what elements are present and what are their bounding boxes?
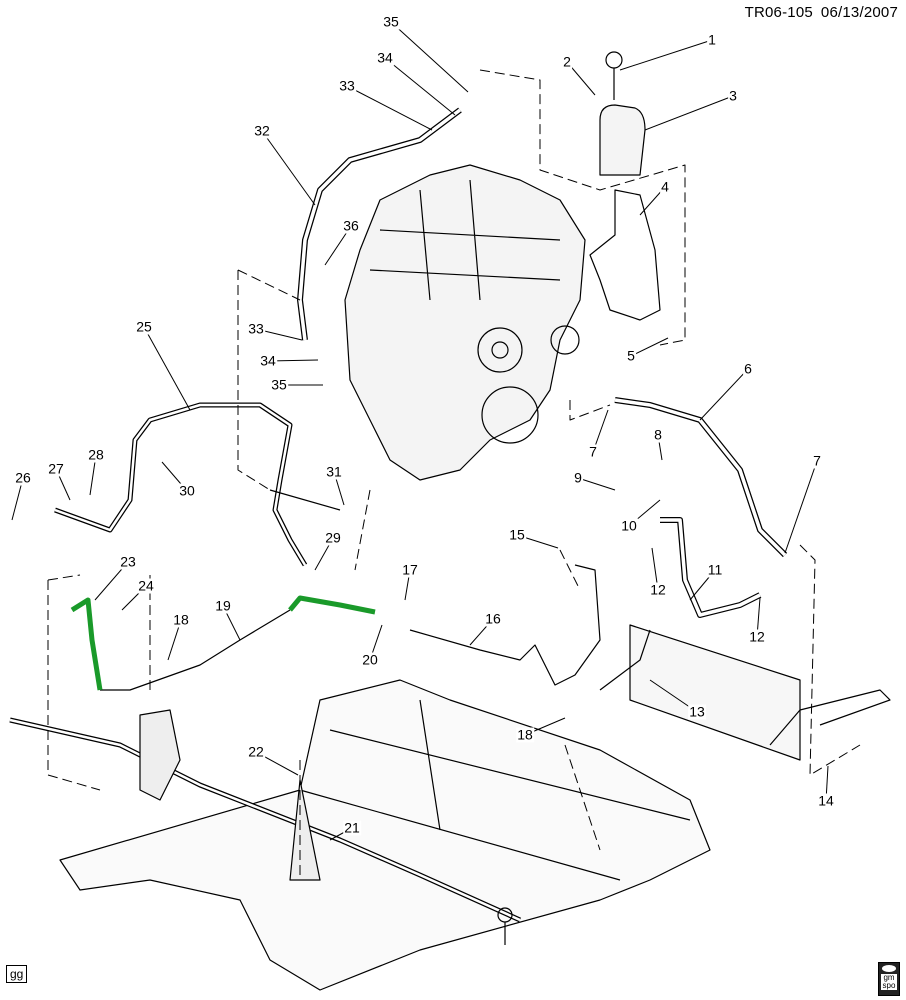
- callout-9[interactable]: 9: [573, 469, 583, 486]
- callout-8[interactable]: 8: [653, 426, 663, 443]
- callout-2[interactable]: 2: [562, 53, 572, 70]
- subframe: [59, 679, 711, 991]
- callout-10[interactable]: 10: [620, 517, 638, 534]
- callout-34[interactable]: 34: [259, 352, 277, 369]
- callout-23[interactable]: 23: [119, 553, 137, 570]
- callout-22[interactable]: 22: [247, 743, 265, 760]
- leader-line: [577, 477, 616, 491]
- callout-27[interactable]: 27: [47, 460, 65, 477]
- callout-19[interactable]: 19: [214, 597, 232, 614]
- callout-31[interactable]: 31: [325, 463, 343, 480]
- callout-21[interactable]: 21: [343, 819, 361, 836]
- leader-line: [384, 57, 456, 116]
- callout-29[interactable]: 29: [324, 529, 342, 546]
- callout-24[interactable]: 24: [137, 577, 155, 594]
- callout-30[interactable]: 30: [178, 482, 196, 499]
- leader-line: [784, 460, 818, 554]
- leader-line: [143, 326, 191, 411]
- engine: [344, 164, 586, 481]
- callout-15[interactable]: 15: [508, 526, 526, 543]
- reservoir: [599, 104, 646, 176]
- callout-32[interactable]: 32: [253, 122, 271, 139]
- callout-35[interactable]: 35: [382, 13, 400, 30]
- callout-33[interactable]: 33: [338, 77, 356, 94]
- diagram-code: TR06-105: [744, 4, 813, 21]
- callout-12[interactable]: 12: [748, 628, 766, 645]
- leader-line: [619, 39, 713, 71]
- bracket: [589, 189, 661, 321]
- callout-1[interactable]: 1: [707, 31, 717, 48]
- callout-35[interactable]: 35: [270, 376, 288, 393]
- leader-line: [699, 368, 749, 421]
- callout-13[interactable]: 13: [688, 703, 706, 720]
- highlighted-hose: [288, 595, 376, 615]
- highlighted-hose: [70, 597, 103, 691]
- gg-tag: gg: [6, 965, 28, 983]
- callout-18[interactable]: 18: [172, 611, 190, 628]
- leader-line: [346, 85, 433, 131]
- leader-line: [261, 130, 316, 206]
- callout-11[interactable]: 11: [706, 561, 724, 578]
- callout-7[interactable]: 7: [588, 443, 598, 460]
- callout-7[interactable]: 7: [812, 452, 822, 469]
- diagram-header: TR06-105 06/13/2007: [737, 4, 898, 21]
- callout-26[interactable]: 26: [14, 469, 32, 486]
- callout-4[interactable]: 4: [660, 178, 670, 195]
- callout-28[interactable]: 28: [87, 446, 105, 463]
- leader-line: [644, 95, 734, 131]
- leader-line: [390, 21, 469, 93]
- callout-16[interactable]: 16: [484, 610, 502, 627]
- callout-18[interactable]: 18: [516, 726, 534, 743]
- callout-5[interactable]: 5: [626, 347, 636, 364]
- callout-34[interactable]: 34: [376, 49, 394, 66]
- callout-20[interactable]: 20: [361, 651, 379, 668]
- oil-cooler: [629, 624, 801, 761]
- callout-25[interactable]: 25: [135, 318, 153, 335]
- callout-36[interactable]: 36: [342, 217, 360, 234]
- callout-33[interactable]: 33: [247, 320, 265, 337]
- callout-17[interactable]: 17: [401, 561, 419, 578]
- callout-14[interactable]: 14: [817, 792, 835, 809]
- callout-3[interactable]: 3: [728, 87, 738, 104]
- callout-12[interactable]: 12: [649, 581, 667, 598]
- leader-line: [630, 337, 669, 357]
- callout-6[interactable]: 6: [743, 360, 753, 377]
- diagram-date: 06/13/2007: [820, 4, 898, 21]
